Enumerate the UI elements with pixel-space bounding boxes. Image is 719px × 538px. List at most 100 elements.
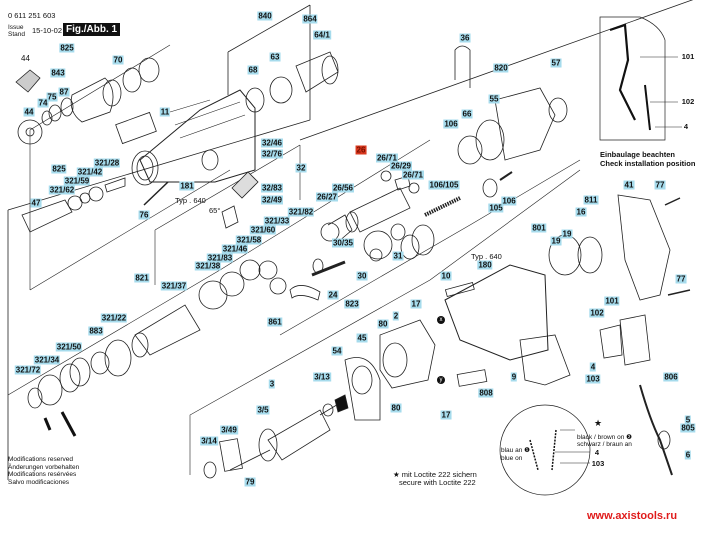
callout: 321/33 [263, 216, 291, 226]
installation-note-en: Check installation position [600, 159, 696, 168]
wiring-note-en: black / brown on ❷ [577, 434, 632, 441]
part-44 [15, 69, 41, 93]
ring-68 [245, 87, 265, 113]
callout: 321/22 [100, 313, 128, 323]
loctite-note-de: ★ mit Loctite 222 sichern [393, 470, 477, 479]
loctite-note-en: secure with Loctite 222 [399, 478, 476, 487]
callout: 181 [179, 181, 195, 191]
marker-y: y [437, 376, 445, 384]
callout: 825 [59, 43, 75, 53]
callout: 17 [440, 410, 452, 420]
blue-note-en: blue on [501, 455, 523, 462]
callout: 26/29 [389, 161, 413, 171]
callout: 32/46 [260, 138, 284, 148]
callout: 76 [138, 210, 150, 220]
callout: 820 [493, 63, 509, 73]
callout: 17 [410, 299, 422, 309]
callout: 321/46 [221, 244, 249, 254]
callout: 66 [461, 109, 473, 119]
callout: 808 [478, 388, 494, 398]
callout: 63 [269, 52, 281, 62]
callout: 75 [46, 92, 58, 102]
callout: 3/14 [200, 436, 218, 446]
handle-41 [617, 194, 671, 301]
callout: 101 [604, 296, 620, 306]
label-44-plain: 44 [21, 54, 30, 63]
callout: 805 [680, 423, 696, 433]
callout: 806 [663, 372, 679, 382]
part-number: 0 611 251 603 [8, 11, 56, 20]
frame-line [7, 0, 694, 480]
callout: 77 [654, 180, 666, 190]
inset-bottom [499, 404, 591, 496]
callout: 26/71 [401, 170, 425, 180]
inset-label: 101 [681, 52, 695, 61]
modifications-note-fr: Modifications resérvées [8, 471, 77, 478]
handle-grip [519, 334, 571, 386]
issue-label: Issue [8, 24, 24, 31]
inset-top [599, 16, 666, 141]
callout: 321/50 [55, 342, 83, 352]
callout: 811 [583, 195, 599, 205]
inset-label: 102 [681, 97, 695, 106]
tube-821 [134, 304, 201, 356]
callout: 47 [30, 198, 42, 208]
stand-label: Stand [8, 31, 25, 38]
wiring-note-de: schwarz / braun an [577, 441, 632, 448]
part-861 [289, 285, 321, 301]
blue-note-de: blau an ❶ [501, 447, 530, 454]
callout: 321/38 [194, 261, 222, 271]
spring-106-105 [424, 196, 461, 217]
callout: 80 [390, 403, 402, 413]
callout: 3/5 [256, 405, 270, 415]
callout: 102 [589, 308, 605, 318]
field-stator [379, 319, 436, 389]
callout: 840 [257, 11, 273, 21]
callout: 19 [561, 229, 573, 239]
callout: 55 [488, 94, 500, 104]
callout: 3/49 [220, 425, 238, 435]
issue-date: 15-10-02 [32, 26, 63, 35]
piston-26 [349, 187, 411, 233]
callout: 68 [247, 65, 259, 75]
callout: 883 [88, 326, 104, 336]
callout: 843 [50, 68, 66, 78]
callout: 32/49 [260, 195, 284, 205]
callout: 321/62 [48, 185, 76, 195]
callout: 825 [51, 164, 67, 174]
modifications-note-en: Modifications reserved [8, 456, 74, 463]
callout: 321/72 [14, 365, 42, 375]
callout: 821 [134, 273, 150, 283]
callout: 105 [488, 203, 504, 213]
watermark-url: www.axistools.ru [587, 510, 678, 522]
callout: 3 [268, 379, 276, 389]
callout-highlighted: 26 [355, 145, 367, 155]
modifications-note-es: Salvo modificaciones [8, 479, 70, 486]
callout: 861 [267, 317, 283, 327]
callout: 321/34 [33, 355, 61, 365]
figure-label: Fig./Abb. 1 [63, 23, 121, 36]
gear-321-22 [104, 339, 132, 377]
chuck-sleeve [70, 77, 114, 123]
callout: 32 [295, 163, 307, 173]
wobble-bearing [363, 230, 393, 260]
marker-x: x [437, 316, 445, 324]
callout: 54 [331, 346, 343, 356]
callout: 41 [623, 180, 635, 190]
callout: 30 [356, 271, 368, 281]
callout: 26/56 [331, 183, 355, 193]
callout: 5 [684, 415, 692, 425]
intermediate-flange [494, 87, 556, 161]
callout: 26/27 [315, 192, 339, 202]
ring [41, 110, 53, 126]
callout: 31 [392, 251, 404, 261]
callout: 16 [575, 207, 587, 217]
callout: 24 [327, 290, 339, 300]
callout: 4 [589, 362, 597, 372]
callout: 321/42 [76, 167, 104, 177]
callout: 321/59 [63, 176, 91, 186]
bearing-sleeve [295, 51, 339, 93]
callout: 64/1 [313, 30, 331, 40]
callout: 2 [392, 311, 400, 321]
